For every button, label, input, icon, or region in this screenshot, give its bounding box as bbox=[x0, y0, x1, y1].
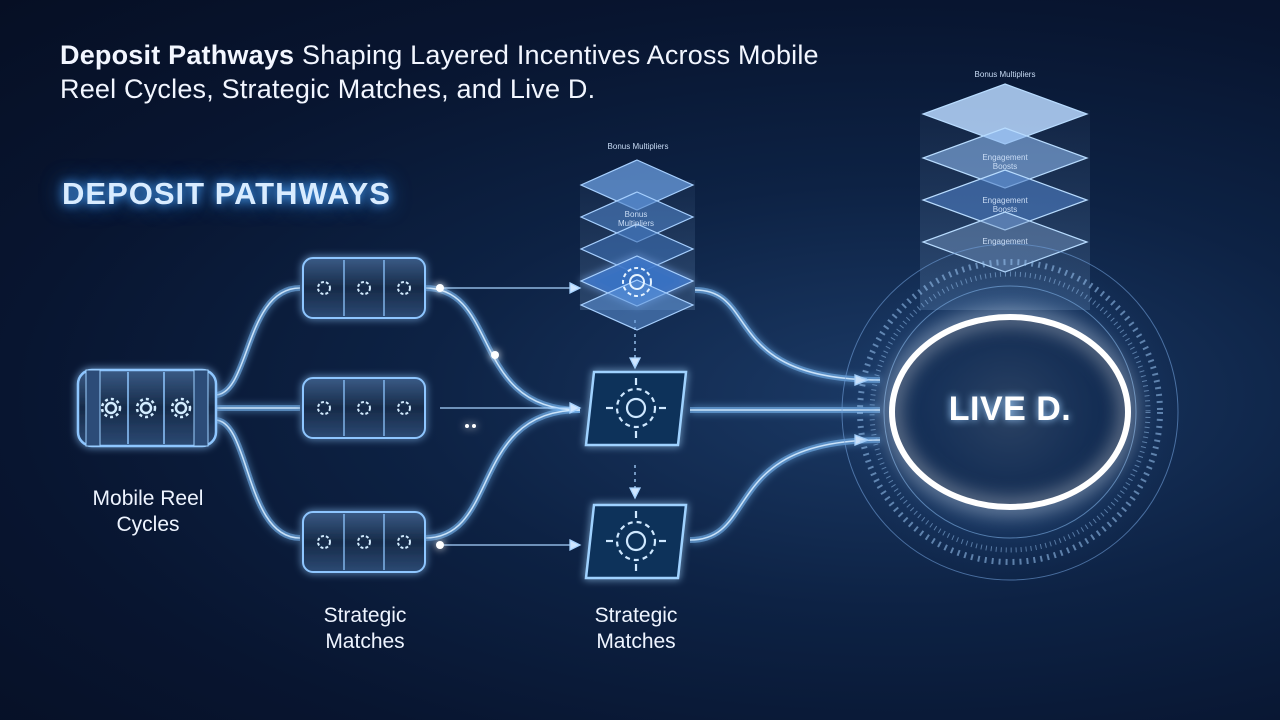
small-stack-layer-line2: Multipliers bbox=[617, 219, 654, 228]
large-layer2-line2: Boosts bbox=[992, 205, 1018, 214]
glow-dots bbox=[436, 284, 499, 549]
large-stack-layer3-label: Engagement bbox=[982, 237, 1028, 246]
title-rest: Shaping Layered Incentives Across Mobile… bbox=[60, 40, 819, 104]
pipe-cores bbox=[214, 287, 881, 541]
circuit-gear-icon bbox=[606, 378, 666, 438]
small-stack-layer-line1: Bonus bbox=[624, 210, 648, 219]
mobile-label-line2: Cycles bbox=[116, 513, 180, 536]
pipe-bottom-to-node1 bbox=[424, 407, 581, 541]
node-2 bbox=[584, 503, 688, 580]
gear-icon bbox=[100, 397, 192, 419]
strategic1-line2: Matches bbox=[325, 630, 405, 653]
stack-layer-5 bbox=[579, 279, 695, 331]
large-layer1-line2: Boosts bbox=[992, 162, 1018, 171]
small-stack bbox=[579, 159, 695, 331]
gear-icon bbox=[317, 281, 411, 295]
large-layer1-line1: Engagement bbox=[982, 153, 1028, 162]
arrow-head-2 bbox=[569, 401, 582, 415]
reel-middle bbox=[302, 377, 426, 439]
circuit-gear-icon bbox=[622, 267, 652, 297]
title-bold: Deposit Pathways bbox=[60, 40, 295, 70]
large-layer-3 bbox=[921, 169, 1089, 231]
large-layer2-line1: Engagement bbox=[982, 196, 1028, 205]
reel-top bbox=[302, 257, 426, 319]
strategic1-line1: Strategic bbox=[323, 604, 407, 627]
pipe-to-reel-top bbox=[214, 285, 301, 398]
arrow-head-down-1 bbox=[628, 357, 642, 370]
small-stack-header: Bonus Multipliers bbox=[607, 142, 669, 151]
arrow-head-1 bbox=[569, 281, 582, 295]
large-stack-header: Bonus Multipliers bbox=[974, 70, 1036, 79]
node-1 bbox=[584, 370, 688, 447]
arrow-head-3 bbox=[569, 538, 582, 552]
mobile-label-line1: Mobile Reel bbox=[92, 487, 204, 510]
section-heading: DEPOSIT PATHWAYS bbox=[62, 176, 391, 211]
live-hub bbox=[835, 237, 1185, 587]
live-label: LIVE D. bbox=[948, 390, 1072, 428]
strategic2-line2: Matches bbox=[596, 630, 676, 653]
mobile-reel bbox=[76, 368, 218, 448]
pipe-top-to-node1 bbox=[424, 285, 581, 413]
strategic2-line1: Strategic bbox=[594, 604, 678, 627]
reel-bottom bbox=[302, 511, 426, 573]
page-title: Deposit Pathways Shaping Layered Incenti… bbox=[60, 38, 880, 106]
gear-icon bbox=[317, 401, 411, 415]
gear-icon bbox=[317, 535, 411, 549]
circuit-gear-icon bbox=[606, 511, 666, 571]
arrow-head-down-2 bbox=[628, 487, 642, 500]
